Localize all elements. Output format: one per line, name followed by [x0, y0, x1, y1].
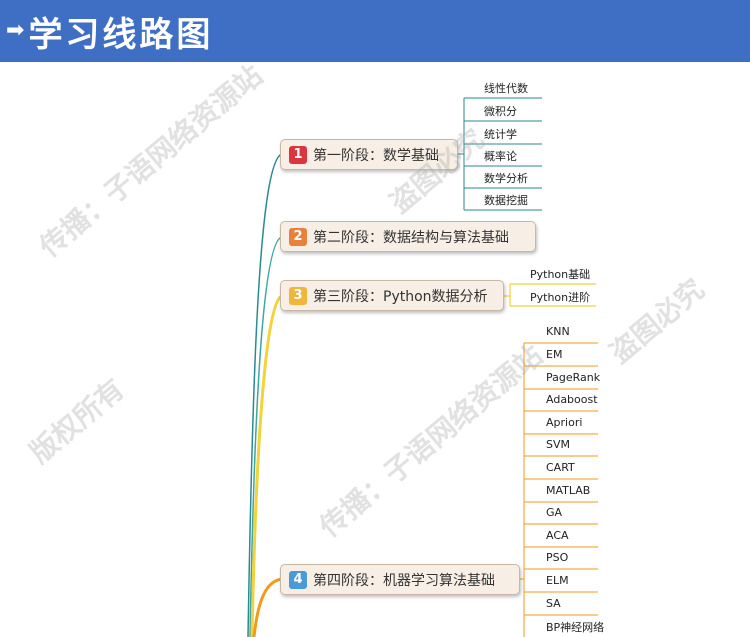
- leaf-node[interactable]: MATLAB: [546, 484, 591, 497]
- leaf-node[interactable]: 数学分析: [484, 172, 528, 185]
- page-title: 学习线路图: [28, 14, 214, 55]
- leaf-node[interactable]: SVM: [546, 438, 570, 451]
- leaf-node[interactable]: 线性代数: [484, 82, 528, 95]
- leaf-node[interactable]: Python进阶: [530, 291, 591, 304]
- leaf-node[interactable]: PSO: [546, 551, 569, 564]
- leaf-node[interactable]: 微积分: [484, 105, 517, 118]
- leaf-node[interactable]: EM: [546, 348, 563, 361]
- stage-2-label: 第二阶段：数据结构与算法基础: [313, 229, 509, 246]
- leaf-node[interactable]: CART: [546, 461, 575, 474]
- stage-1-badge: 1: [289, 145, 307, 164]
- stage-4-badge: 4: [289, 570, 307, 589]
- leaf-node[interactable]: 概率论: [484, 150, 517, 163]
- stage-1-label: 第一阶段：数学基础: [313, 147, 439, 164]
- leaf-node[interactable]: KNN: [546, 325, 570, 338]
- stage-1-node[interactable]: 1 第一阶段：数学基础: [280, 139, 458, 170]
- header-banner: ➡ 学习线路图: [0, 0, 750, 62]
- stage-3-label: 第三阶段：Python数据分析: [313, 288, 488, 305]
- leaf-node[interactable]: Apriori: [546, 416, 583, 429]
- stage-1-leaf-lines: [458, 97, 542, 211]
- leaf-node[interactable]: Python基础: [530, 268, 591, 281]
- stage-2-node[interactable]: 2 第二阶段：数据结构与算法基础: [280, 221, 536, 252]
- stage-3-leaf-lines: [504, 283, 596, 307]
- stage-3-node[interactable]: 3 第三阶段：Python数据分析: [280, 280, 504, 311]
- leaf-node[interactable]: PageRank: [546, 371, 601, 384]
- stage-4-label: 第四阶段：机器学习算法基础: [313, 572, 495, 589]
- arrow-right-icon: ➡: [6, 18, 25, 43]
- stage-3-badge: 3: [289, 286, 307, 305]
- connector-stage-4: [252, 577, 283, 637]
- connector-stage-1: [247, 153, 283, 637]
- leaf-node[interactable]: ELM: [546, 574, 569, 587]
- leaf-node[interactable]: GA: [546, 506, 563, 519]
- stage-2-badge: 2: [289, 227, 307, 246]
- leaf-node[interactable]: Adaboost: [546, 393, 598, 406]
- leaf-node[interactable]: 统计学: [484, 128, 517, 141]
- leaf-node[interactable]: ACA: [546, 529, 569, 542]
- stage-4-leaf-lines: [520, 342, 598, 637]
- leaf-node[interactable]: BP神经网络: [546, 621, 605, 634]
- stage-4-node[interactable]: 4 第四阶段：机器学习算法基础: [280, 564, 520, 595]
- connector-stage-2: [249, 236, 283, 637]
- leaf-node[interactable]: 数据挖掘: [484, 194, 528, 207]
- leaf-node[interactable]: SA: [546, 597, 561, 610]
- connector-stage-3: [250, 294, 283, 637]
